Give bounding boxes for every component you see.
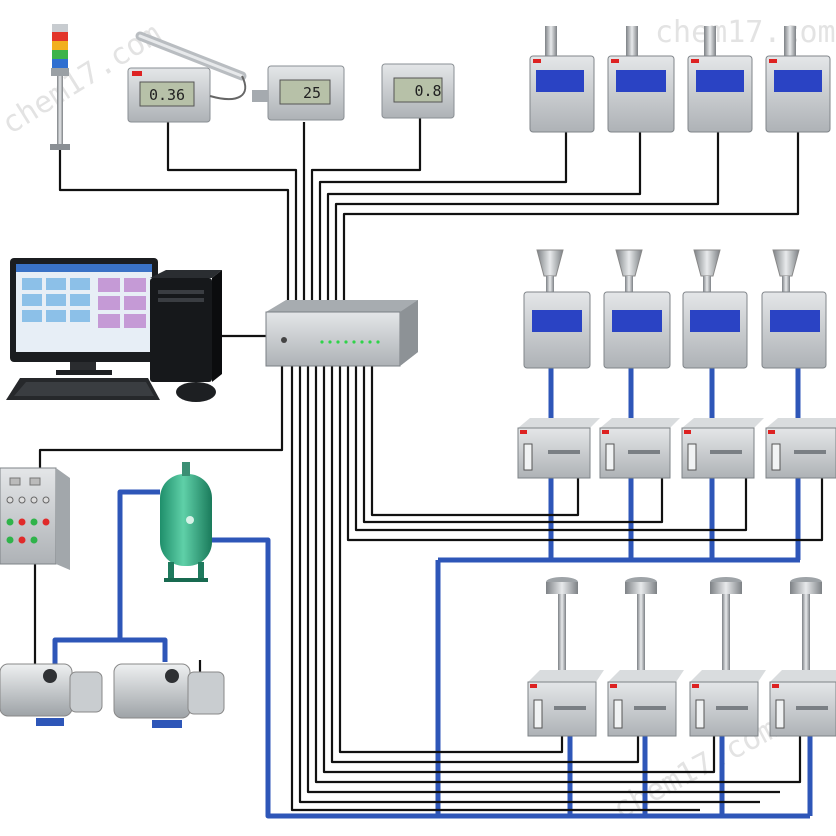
hub-status-leds	[320, 340, 380, 344]
meter-probe	[135, 31, 247, 101]
wire-beacon	[58, 150, 290, 312]
particle-counter-row-3	[527, 670, 836, 737]
isokinetic-probes-row-3	[546, 577, 822, 670]
wire-counter-row2-2	[362, 366, 664, 524]
counter-row2-2	[599, 418, 680, 479]
wire-top-sensor-2	[326, 132, 642, 312]
sensor-top-2	[607, 26, 675, 133]
counter-row2-4	[765, 418, 836, 479]
wire-top-sensor-4	[342, 132, 800, 312]
watermark-top-right: chem17.com	[655, 15, 836, 50]
wire-counter-row3-4	[314, 366, 802, 784]
pipe-tank-main	[212, 537, 810, 819]
meter-3-reading: 0.8	[414, 82, 441, 100]
vacuum-buffer-tank	[160, 462, 212, 582]
data-hub-switch	[265, 300, 418, 367]
sensor-funnel-3	[682, 249, 748, 369]
wire-meter-3	[310, 118, 422, 312]
counter-row3-4	[769, 670, 836, 737]
particle-counter-row-2	[517, 418, 836, 479]
wire-extra-1	[306, 366, 780, 794]
electrical-control-box	[0, 467, 70, 570]
counter-row3-1	[527, 670, 604, 737]
signal-wires	[33, 118, 824, 812]
meter-1-reading: 0.36	[149, 86, 185, 104]
wire-extra-2	[298, 366, 760, 804]
panel-meter-3: 0.8	[381, 63, 455, 119]
pc-tower	[150, 278, 212, 382]
sensor-top-3	[687, 26, 753, 133]
vacuum-pump-2	[113, 663, 225, 728]
vacuum-pump-1	[0, 663, 103, 726]
wire-counter-row2-4	[346, 366, 824, 542]
panel-meter-2: 25	[252, 65, 345, 121]
counter-row3-2	[607, 670, 684, 737]
wire-top-sensor-1	[318, 132, 568, 312]
sensor-funnel-4	[761, 249, 827, 369]
wire-top-sensor-3	[334, 132, 720, 312]
wire-counter-row3-3	[322, 366, 716, 774]
probe-row3-1	[546, 577, 578, 670]
sensor-funnel-2	[603, 249, 671, 369]
sensor-funnel-1	[523, 249, 591, 369]
wire-meter-1	[166, 122, 298, 312]
pipe-pump-link	[120, 637, 168, 662]
probe-row3-4	[790, 577, 822, 670]
sensor-top-1	[529, 26, 595, 133]
probe-row3-2	[625, 577, 657, 670]
wire-extra-3	[290, 366, 700, 812]
counter-row2-3	[681, 418, 764, 479]
signal-tower-light	[50, 24, 70, 150]
counter-row2-1	[517, 418, 600, 479]
sensor-row-1	[529, 26, 831, 133]
wire-control-box	[38, 366, 284, 470]
meter-2-reading: 25	[303, 84, 321, 102]
panel-meter-1: 0.36	[127, 67, 211, 123]
mouse	[176, 382, 216, 402]
counter-row3-3	[689, 670, 766, 737]
sensor-row-2	[523, 249, 827, 369]
wire-counter-row3-1	[338, 366, 564, 754]
wire-counter-row2-1	[370, 366, 580, 517]
monitoring-computer	[6, 258, 222, 402]
wire-counter-row3-2	[330, 366, 640, 764]
probe-row3-3	[710, 577, 742, 670]
wire-counter-row2-3	[354, 366, 748, 532]
sensor-top-4	[765, 26, 831, 133]
